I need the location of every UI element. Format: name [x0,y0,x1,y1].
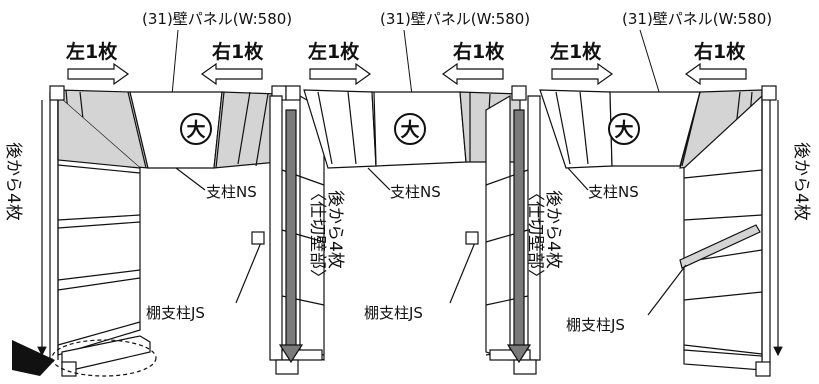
partition-label: 〈仕切壁部〉 [525,184,545,286]
right-arrow-icon [309,62,372,86]
panel-label-2: (31)壁パネル(W:580) [380,10,530,96]
direction-arrows [67,62,747,86]
left-arrow-icon [684,62,747,86]
left-one-label: 左1枚 [550,40,602,63]
shelf-post-js-label: 棚支柱JS [364,304,423,322]
panel-label-text: (31)壁パネル(W:580) [380,10,530,28]
shelf-post-js-label: 棚支柱JS [146,304,205,322]
right-arrow-icon [67,62,130,86]
right-arrow-icon [551,62,614,86]
right-one-label: 右1枚 [693,40,746,63]
bay-1: 大 支柱NS 棚支柱JS [12,85,287,377]
back-four-label: 後から4枚 [325,190,345,269]
partition-2 [485,85,541,375]
post-ns-label: 支柱NS [390,183,441,201]
large-mark-icon: 大 [400,118,419,141]
partition-label: 〈仕切壁部〉 [307,184,327,286]
shelf-post-js-label: 棚支柱JS [566,316,625,334]
left-one-label: 左1枚 [66,40,118,63]
direction-labels: 左1枚 右1枚 左1枚 右1枚 左1枚 右1枚 [66,40,746,63]
bay-3: 大 支柱NS 棚支柱JS [539,85,783,377]
left-arrow-icon [200,62,263,86]
large-mark-icon: 大 [186,118,205,141]
right-one-label: 右1枚 [452,40,505,63]
left-arrow-icon [441,62,504,86]
partition-1 [269,85,325,375]
post-ns-label: 支柱NS [588,183,639,201]
post-ns-label: 支柱NS [206,183,257,201]
panel-label-1: (31)壁パネル(W:580) [142,10,292,96]
panel-label-text: (31)壁パネル(W:580) [142,10,292,28]
right-one-label: 右1枚 [211,40,264,63]
back-four-label: 後から4枚 [791,142,811,221]
panel-label-text: (31)壁パネル(W:580) [622,10,772,28]
large-mark-icon: 大 [614,118,633,141]
panel-label-3: (31)壁パネル(W:580) [622,10,772,96]
back-four-label: 後から4枚 [543,190,563,269]
left-one-label: 左1枚 [308,40,360,63]
back-four-label: 後から4枚 [3,142,23,221]
